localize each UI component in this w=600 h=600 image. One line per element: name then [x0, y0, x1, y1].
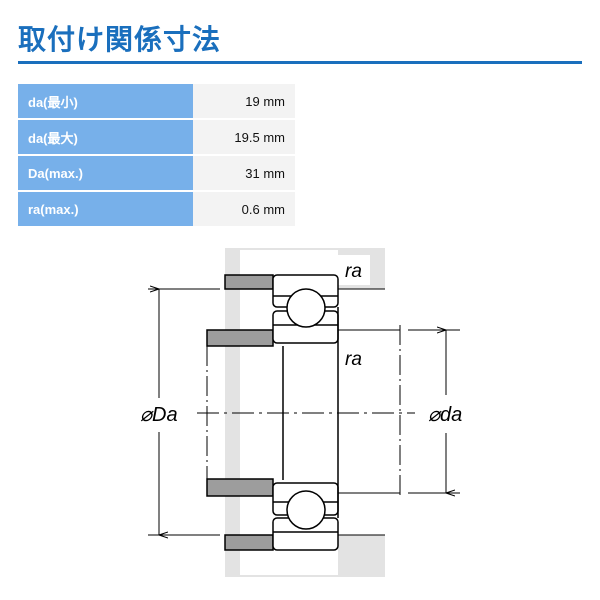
row-value: 19.5 mm — [193, 119, 295, 156]
shaft-shoulder-top — [206, 329, 274, 347]
ra-label-top: ra — [345, 261, 362, 282]
shaft-shoulder-bottom — [206, 478, 274, 497]
housing-shoulder-bottom — [224, 534, 274, 551]
bearing-bottom — [272, 482, 339, 551]
table-row: da(最小)19 mm — [18, 84, 295, 120]
bearing-top — [272, 274, 339, 344]
da-label: ⌀da — [428, 404, 462, 426]
row-label: da(最小) — [18, 84, 193, 120]
table-row: ra(max.)0.6 mm — [18, 191, 295, 228]
mounting-dimensions-table: da(最小)19 mm da(最大)19.5 mm Da(max.)31 mm … — [18, 84, 295, 228]
Da-label: ⌀Da — [140, 404, 178, 426]
row-label: ra(max.) — [18, 191, 193, 228]
table-row: da(最大)19.5 mm — [18, 119, 295, 156]
ra-label-mid: ra — [345, 349, 362, 370]
row-value: 0.6 mm — [193, 191, 295, 228]
row-value: 31 mm — [193, 155, 295, 192]
housing-shoulder-top — [224, 274, 274, 290]
row-label: da(最大) — [18, 119, 193, 156]
row-label: Da(max.) — [18, 155, 193, 192]
row-value: 19 mm — [193, 84, 295, 120]
table-row: Da(max.)31 mm — [18, 155, 295, 192]
title-underline — [18, 61, 582, 64]
page-title: 取付け関係寸法 — [18, 24, 222, 55]
